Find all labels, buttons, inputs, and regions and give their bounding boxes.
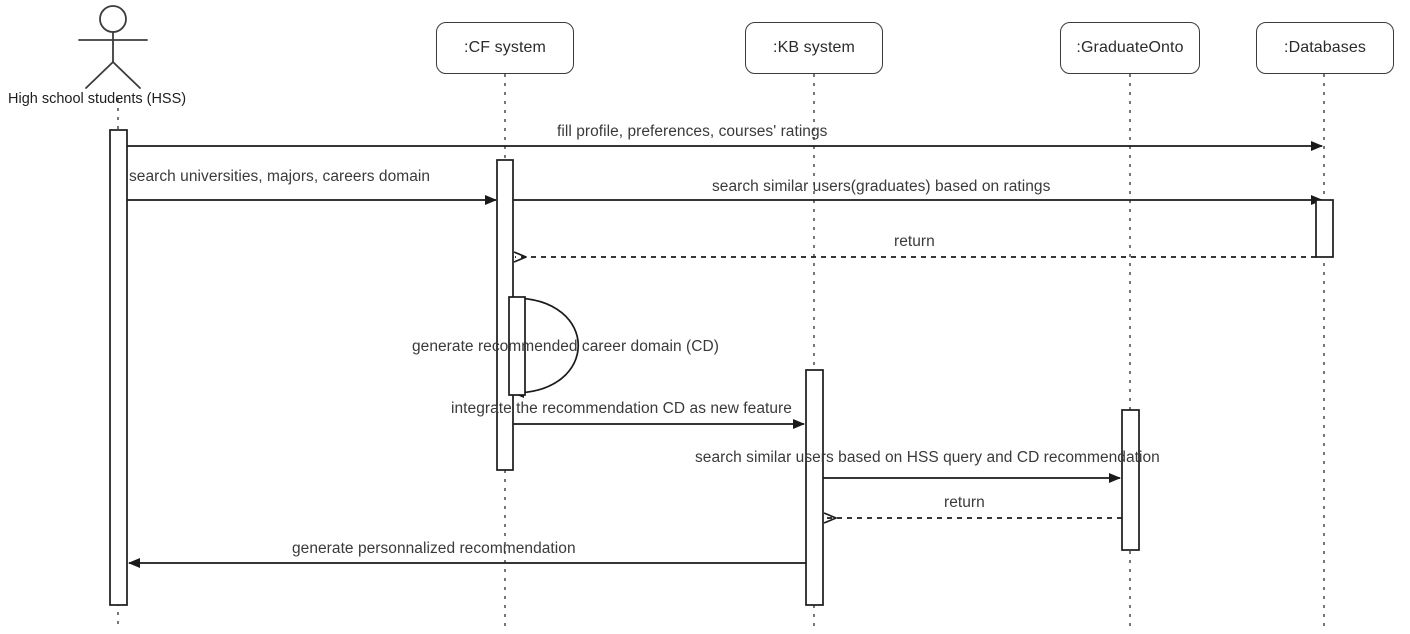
message-label-m6: integrate the recommendation CD as new f… xyxy=(451,400,792,417)
activation-bar-act-db xyxy=(1315,199,1334,258)
actor-label: High school students (HSS) xyxy=(8,91,187,107)
message-label-m7: search similar users based on HSS query … xyxy=(695,449,1160,466)
activation-bar-act-kb xyxy=(805,369,824,606)
activation-bar-act-go xyxy=(1121,409,1140,551)
lifeline-box-cf[interactable]: :CF system xyxy=(436,22,574,74)
message-label-m2: search universities, majors, careers dom… xyxy=(129,168,431,185)
activation-bar-act-cf-self xyxy=(508,296,526,396)
activation-bars xyxy=(109,129,1334,606)
message-label-m1: fill profile, preferences, courses' rati… xyxy=(557,123,828,140)
actor-stick-figure xyxy=(78,5,148,89)
message-label-m3: search similar users(graduates) based on… xyxy=(712,178,1051,195)
message-label-m8: return xyxy=(944,494,985,511)
lifeline-box-go[interactable]: :GraduateOnto xyxy=(1060,22,1200,74)
message-arrow-m5 xyxy=(512,297,579,398)
message-label-m9: generate personnalized recommendation xyxy=(292,540,576,557)
lifeline-label-kb: :KB system xyxy=(773,39,855,56)
lifeline-box-db[interactable]: :Databases xyxy=(1256,22,1394,74)
lifeline-box-kb[interactable]: :KB system xyxy=(745,22,883,74)
lifeline-label-go: :GraduateOnto xyxy=(1076,39,1184,56)
message-label-m4: return xyxy=(894,233,935,250)
lifeline-label-db: :Databases xyxy=(1284,39,1366,56)
lifeline-label-cf: :CF system xyxy=(464,39,546,56)
message-label-m5: generate recommended career domain (CD) xyxy=(412,338,719,355)
message-arrows xyxy=(127,141,1323,568)
activation-bar-act-actor xyxy=(109,129,128,606)
